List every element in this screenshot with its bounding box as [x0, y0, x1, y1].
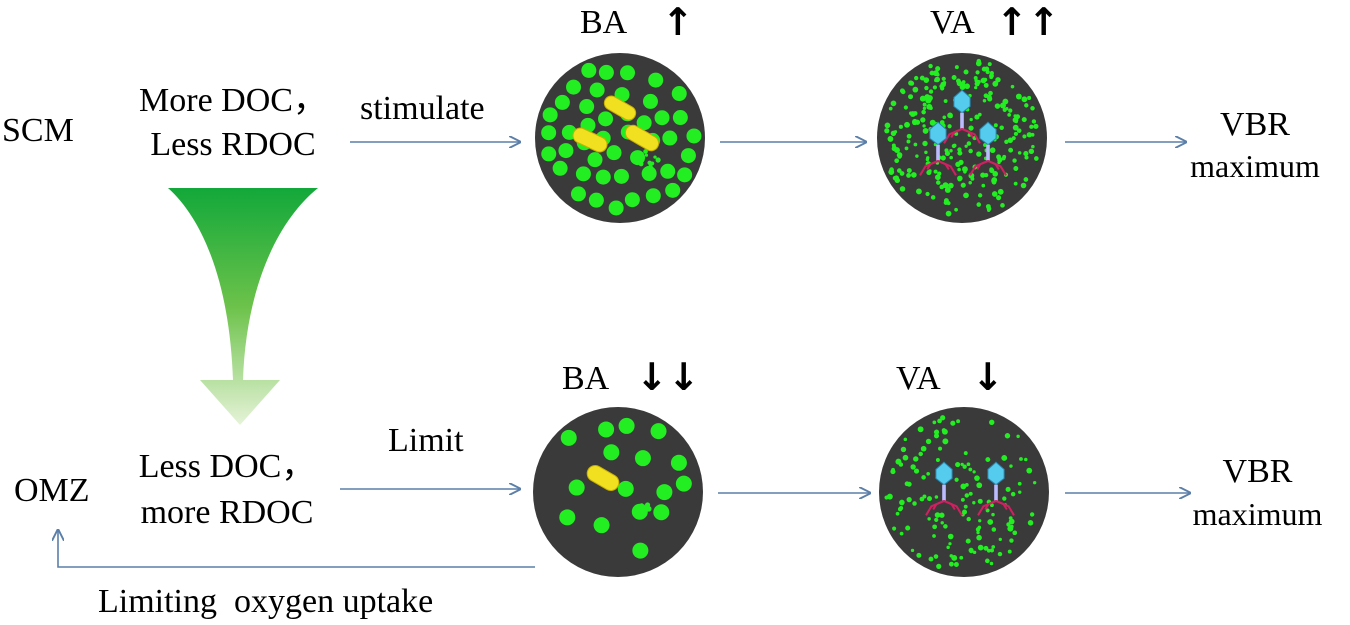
- phage-icon: [977, 461, 1015, 516]
- scm-bacteria-view: [535, 53, 705, 223]
- phage-icon: [919, 121, 957, 176]
- microscope-circle: [533, 407, 703, 577]
- scm-virus-view: [877, 53, 1047, 223]
- scm-ba-label: BA: [580, 4, 628, 41]
- scm-result-line2: maximum: [1190, 148, 1320, 184]
- bacterium-icon: [586, 465, 620, 491]
- scm-verb-label: stimulate: [360, 90, 485, 127]
- phage-icon: [943, 89, 981, 144]
- omz-va-label: VA: [896, 360, 941, 397]
- zone-label-omz: OMZ: [14, 472, 90, 509]
- scm-doc-line1: More DOC，: [139, 82, 327, 119]
- scm-doc-line2: Less RDOC: [150, 126, 316, 163]
- feedback-arrow: [58, 530, 535, 568]
- down-arrow-icon: ↓: [972, 355, 1004, 399]
- scm-result-line1: VBR: [1220, 106, 1290, 143]
- microscope-circle: [877, 53, 1047, 223]
- omz-virus-view: [879, 407, 1049, 577]
- omz-ba-label: BA: [562, 360, 610, 397]
- omz-result-line1: VBR: [1222, 453, 1293, 490]
- down-arrow-icon: ↓↓: [636, 355, 700, 399]
- microscope-circle: [879, 407, 1049, 577]
- phage-icon: [925, 461, 963, 516]
- omz-verb-label: Limit: [388, 422, 464, 459]
- bacterium-icon: [572, 127, 608, 153]
- feedback-label: Limiting oxygen uptake: [98, 583, 434, 620]
- phage-icon: [969, 121, 1007, 176]
- microscope-circle: [535, 53, 705, 223]
- bacterium-icon: [624, 124, 660, 152]
- scm-va-label: VA: [930, 4, 975, 41]
- zone-label-scm: SCM: [2, 112, 74, 149]
- omz-bacteria-view: [533, 407, 703, 577]
- up-arrow-icon: ↑↑: [996, 0, 1060, 44]
- omz-result-line2: maximum: [1192, 496, 1323, 532]
- omz-doc-line1: Less DOC，: [138, 448, 316, 485]
- omz-doc-line2: more RDOC: [140, 494, 314, 531]
- up-arrow-icon: ↑: [662, 0, 694, 44]
- bacterium-icon: [603, 95, 637, 121]
- funnel-arrow: [168, 188, 318, 425]
